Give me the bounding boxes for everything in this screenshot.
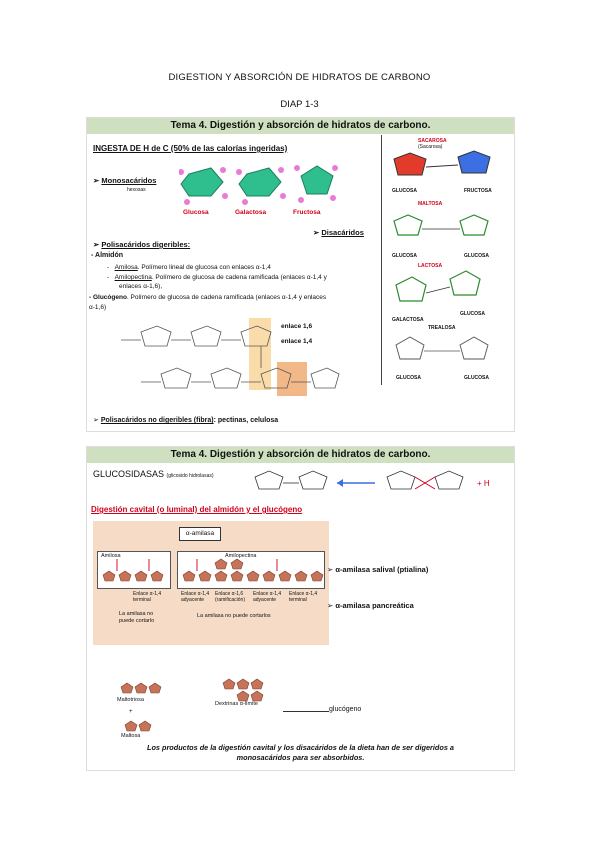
maltosa-glucosa-1: GLUCOSA	[392, 253, 417, 259]
amilosa-line: - Amilosa. Polímero lineal de glucosa co…	[107, 264, 271, 271]
slide-1-banner: Tema 4. Digestión y absorción de hidrato…	[87, 118, 514, 134]
cavital-heading: Digestión cavital (o luminal) del almidó…	[91, 505, 303, 514]
amilasa-salival: ➢ α-amilasa salival (ptialina)	[327, 565, 429, 574]
sacarosa-structure	[393, 150, 491, 176]
sacarosa-fructosa: FRUCTOSA	[464, 188, 492, 194]
amilopectina-label: Amilopectina	[225, 553, 257, 559]
alpha-amilasa-box: α-amilasa	[179, 527, 221, 541]
amilopectina-line-2: enlaces α-1,6),	[119, 283, 163, 290]
disacaridos-label: ➢ Disacáridos	[313, 228, 364, 237]
glucogeno-line: - Glucógeno. Polímero de glucosa de cade…	[89, 294, 327, 301]
trealosa-structure	[395, 336, 489, 360]
amilasa-no-puede-2: La amilasa no puede cortarlos	[197, 613, 271, 619]
maltosa-product	[124, 720, 152, 732]
trealosa-label: TREALOSA	[428, 325, 456, 331]
lactosa-glucosa: GLUCOSA	[460, 311, 485, 317]
sugar-label-galactosa: Galactosa	[235, 209, 267, 216]
slide-1: Tema 4. Digestión y absorción de hidrato…	[86, 117, 515, 432]
maltosa-product-label: Maltosa	[121, 733, 141, 739]
enlace-16-label: enlace 1,6	[281, 323, 313, 330]
products-diagram	[120, 678, 264, 702]
sugar-label-glucosa: Glucosa	[183, 209, 209, 216]
glucogeno-label: glucógeno	[329, 706, 362, 713]
dextrinas-label: Dextrinas α-límite	[215, 701, 258, 707]
maltosa-structure	[393, 214, 489, 236]
amilasa-pancreatica: ➢ α-amilasa pancreática	[327, 601, 414, 610]
amilosa-box	[97, 551, 171, 589]
document-subtitle: DIAP 1-3	[280, 99, 319, 110]
svg-text:+ H: + H	[477, 479, 490, 488]
almidon-label: - Almidón	[91, 252, 124, 259]
slide-2: Tema 4. Digestión y absorción de hidrato…	[86, 446, 515, 771]
no-digeribles-line: ➢ Polisacáridos no digeribles (fibra): p…	[93, 417, 279, 424]
lactosa-label: LACTOSA	[418, 263, 443, 269]
footer-line-1: Los productos de la digestión cavital y …	[147, 743, 454, 752]
trealosa-glucosa-2: GLUCOSA	[464, 375, 489, 381]
monosacaridos-label: ➢ Monosacáridos	[93, 176, 157, 185]
lactosa-structure	[395, 270, 481, 302]
amilosa-label: Amilosa	[101, 553, 121, 559]
slide-2-banner: Tema 4. Digestión y absorción de hidrato…	[87, 447, 514, 463]
sugar-label-fructosa: Fructosa	[293, 209, 321, 216]
maltosa-glucosa-2: GLUCOSA	[464, 253, 489, 259]
ingesta-heading: INGESTA DE H de C (50% de las calorías i…	[93, 144, 288, 153]
amilopectina-line: - Amilopectina. Polímero de glucosa de c…	[107, 274, 327, 281]
glucogeno-line-2: α-1,6)	[89, 304, 107, 311]
disaccharide-panel: SACAROSA (Sacarosa) GLUCOSA FRUCTOSA MAL…	[381, 135, 513, 385]
sacarosa-glucosa: GLUCOSA	[392, 188, 417, 194]
plus-sign: +	[129, 709, 133, 715]
lactosa-galactosa: GALACTOSA	[392, 317, 424, 323]
footer-line-2: monosacáridos para ser absorbidos.	[236, 753, 365, 762]
amylase-diagram: α-amilasa Amilosa Amilopectina Enlace α-…	[93, 521, 329, 645]
glucogeno-pointer	[283, 711, 329, 712]
monosaccharide-structures	[179, 165, 338, 205]
glycogen-structure-diagram	[121, 318, 340, 396]
polisacaridos-label: ➢ Polisacáridos digeribles:	[93, 240, 191, 249]
hexosas-label: hexosas	[127, 187, 146, 193]
sacarosa-sub: (Sacarosa)	[418, 144, 443, 150]
sacarosa-label: SACAROSA	[418, 138, 447, 144]
hydrolysis-reaction: + H	[254, 470, 490, 490]
glucosidasas-label: GLUCOSIDASAS (glicosido hidrolasas)	[93, 469, 214, 479]
amilopectina-box	[177, 551, 325, 589]
amilopectina-enlace-16: Enlace α-1,6(ramificación)	[215, 591, 246, 603]
document-title: DIGESTION Y ABSORCIÓN DE HIDRATOS DE CAR…	[168, 72, 431, 83]
maltosa-label: MALTOSA	[418, 201, 443, 207]
enlace-14-label: enlace 1,4	[281, 338, 313, 345]
maltotriosa-label: Maltotriosa	[117, 697, 144, 703]
glucose-chains	[102, 558, 324, 582]
trealosa-glucosa-1: GLUCOSA	[396, 375, 421, 381]
